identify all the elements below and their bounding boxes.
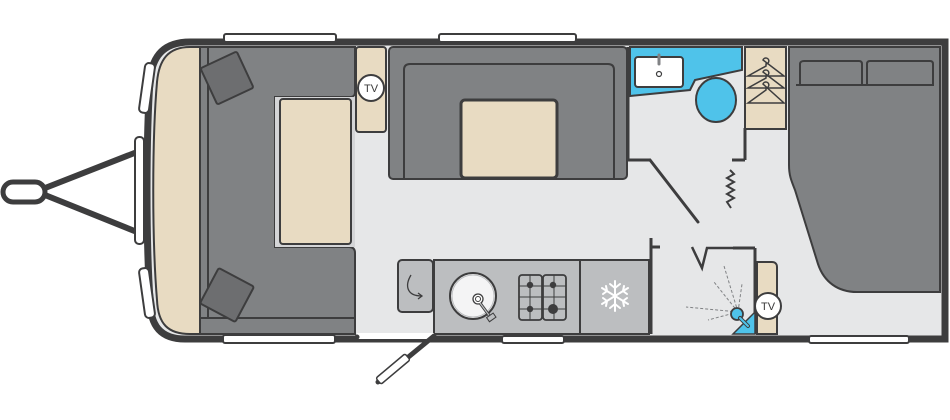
side-windows: [222, 33, 910, 344]
wardrobe: [744, 46, 787, 130]
concertina-door[interactable]: [724, 169, 737, 209]
front-lounge: [199, 46, 356, 335]
tow-hitch: [0, 149, 140, 235]
cushion-bottom: [199, 267, 255, 323]
rear-bedroom: [788, 46, 941, 293]
fridge-snowflake-icon: [601, 280, 629, 312]
front-chest: [152, 46, 201, 335]
tv-icon: [754, 292, 782, 320]
lounge-table: [279, 98, 352, 245]
hitch-coupling: [0, 179, 48, 205]
corner-cupboard-icon: [406, 274, 423, 297]
pillow-left: [799, 60, 863, 85]
front-windows: [134, 62, 156, 319]
kitchen: [397, 259, 650, 335]
shower: [649, 238, 757, 335]
tv-label-front: TV: [364, 83, 379, 95]
corner-cupboard: [397, 259, 434, 313]
washroom: [626, 46, 747, 224]
sink-icon: [449, 272, 497, 323]
cushion-top: [200, 51, 254, 105]
tv-unit-rear: TV: [754, 261, 782, 335]
tv-label-rear: TV: [761, 301, 776, 313]
tv-icon: [357, 74, 385, 102]
pillow-right: [866, 60, 934, 85]
washroom-door[interactable]: [648, 158, 700, 224]
toilet-icon: [695, 77, 737, 123]
double-bed: [788, 46, 941, 293]
tv-unit-front: TV: [355, 46, 387, 133]
hob-icon: [518, 274, 567, 321]
side-dinette: [388, 46, 628, 180]
dinette-table: [459, 98, 559, 180]
hanger-icon: [745, 57, 787, 104]
entrance-door[interactable]: [354, 333, 437, 385]
